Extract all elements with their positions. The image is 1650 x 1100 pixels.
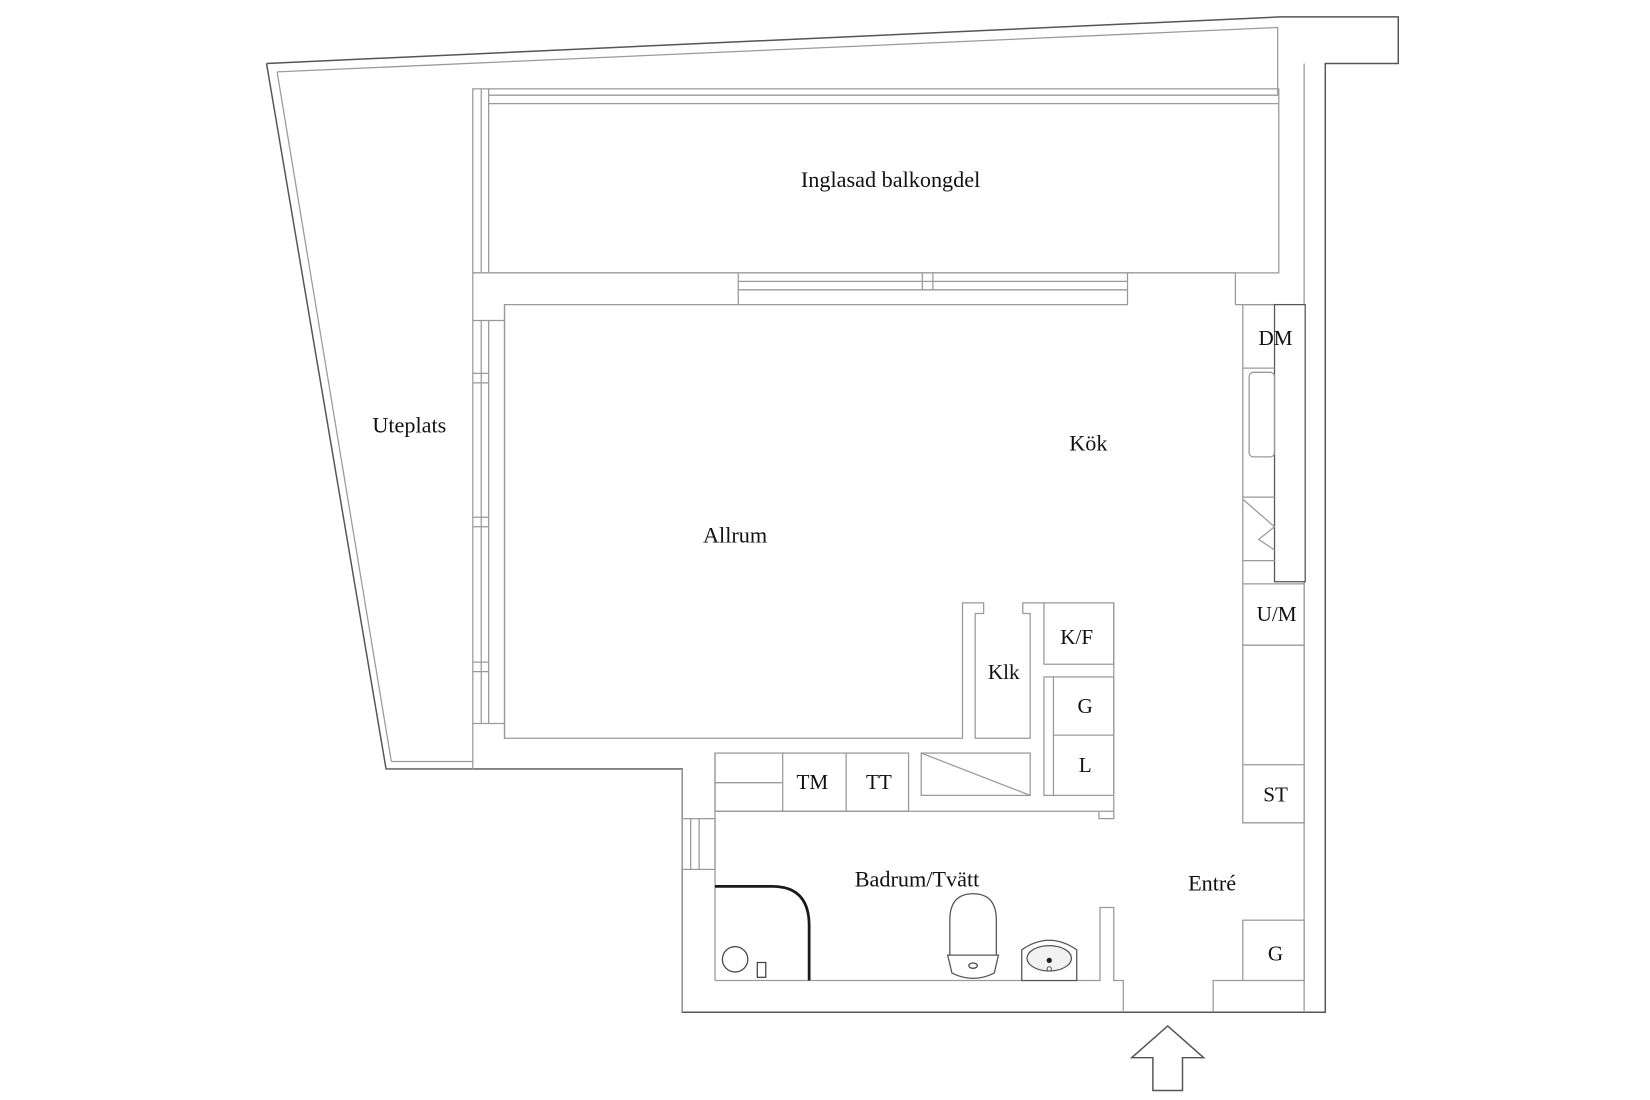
central-storage: [714, 602, 1115, 812]
room-label-balcony: Inglasad balkongdel: [801, 167, 980, 192]
entrance-arrow-icon: [1129, 1024, 1206, 1092]
fixture-label-wardrobe-g1: G: [1078, 694, 1093, 718]
fixture-label-wardrobe-g2: G: [1268, 941, 1283, 965]
fixture-label-fridge-freezer: K/F: [1060, 625, 1093, 649]
room-label-closet: Klk: [988, 660, 1020, 684]
patio-outline: [265, 16, 1400, 1013]
room-label-living: Allrum: [703, 523, 767, 548]
fixture-label-wardrobe-l: L: [1079, 753, 1092, 777]
fixture-label-dryer: TT: [866, 770, 892, 794]
fixture-label-oven-micro: U/M: [1257, 602, 1297, 626]
fixture-label-dishwasher: DM: [1259, 326, 1293, 350]
toilet-icon: [946, 893, 1000, 979]
room-label-entry: Entré: [1188, 871, 1236, 896]
room-label-patio: Uteplats: [372, 413, 446, 438]
room-label-bathroom: Badrum/Tvätt: [855, 866, 980, 891]
shower: [715, 884, 811, 981]
room-label-kitchen: Kök: [1069, 431, 1108, 456]
sink-icon: [1021, 939, 1078, 982]
fixture-label-storage: ST: [1263, 783, 1288, 807]
kitchen-counter: [1242, 303, 1306, 982]
fixture-label-washer: TM: [796, 770, 828, 794]
